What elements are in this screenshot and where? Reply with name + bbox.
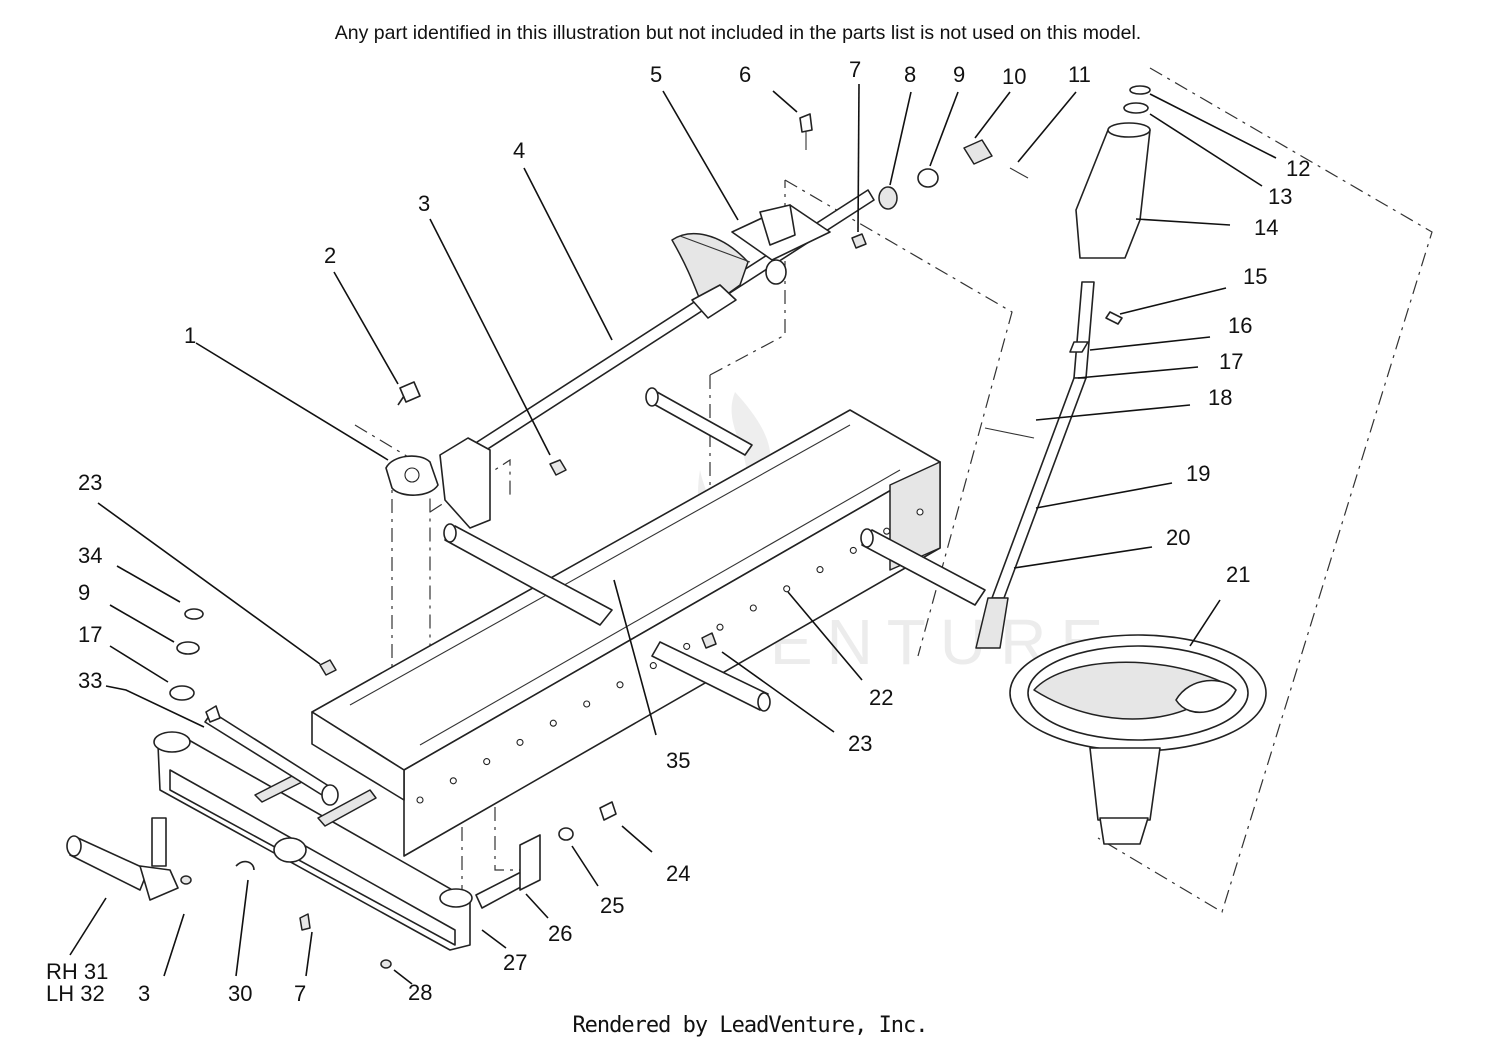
callout-14: 14 xyxy=(1254,215,1278,240)
leader-lines xyxy=(69,83,1277,985)
callout-3-upper: 3 xyxy=(418,191,430,216)
callout-17-upper: 17 xyxy=(1219,349,1243,374)
spindle-washers xyxy=(169,608,717,723)
callout-1: 1 xyxy=(184,323,196,348)
callout-3-lower: 3 xyxy=(138,981,150,1006)
callout-9-upper: 9 xyxy=(953,62,965,87)
callout-23-right: 23 xyxy=(848,731,872,756)
callout-4: 4 xyxy=(513,138,525,163)
frame-hole xyxy=(449,777,457,785)
frame-hole xyxy=(716,623,724,631)
callout-19: 19 xyxy=(1186,461,1210,486)
callout-28: 28 xyxy=(408,980,432,1005)
frame-hole xyxy=(583,700,591,708)
parts-list-note: Any part identified in this illustration… xyxy=(334,22,1142,44)
frame-hole xyxy=(649,662,657,670)
callout-32-lh: LH 32 xyxy=(46,981,105,1006)
callout-6: 6 xyxy=(739,62,751,87)
cross-tubes xyxy=(443,387,986,712)
callout-20: 20 xyxy=(1166,525,1190,550)
callout-25: 25 xyxy=(600,893,624,918)
callout-16: 16 xyxy=(1228,313,1252,338)
callout-11: 11 xyxy=(1068,62,1091,87)
callout-22: 22 xyxy=(869,685,893,710)
frame-hole xyxy=(516,738,524,746)
callout-10: 10 xyxy=(1002,64,1026,89)
callout-30: 30 xyxy=(228,981,252,1006)
callout-8: 8 xyxy=(904,62,916,87)
callout-13: 13 xyxy=(1268,184,1292,209)
callout-21: 21 xyxy=(1226,562,1250,587)
frame-hole xyxy=(883,527,891,535)
callout-27: 27 xyxy=(503,950,527,975)
render-credit: Rendered by LeadVenture, Inc. xyxy=(572,1013,928,1038)
steering-wheel xyxy=(1009,634,1267,845)
callout-31-rh: RH 31 xyxy=(46,959,108,984)
callout-17-left: 17 xyxy=(78,622,102,647)
callout-12: 12 xyxy=(1286,156,1310,181)
frame-hole xyxy=(483,758,491,766)
frame-hole xyxy=(416,796,424,804)
callout-2: 2 xyxy=(324,243,336,268)
frame-hole xyxy=(616,681,624,689)
frame-hole xyxy=(916,508,924,516)
frame-hole xyxy=(683,642,691,650)
frame-hole xyxy=(749,604,757,612)
callout-15: 15 xyxy=(1243,264,1267,289)
callout-24: 24 xyxy=(666,861,690,886)
callout-26: 26 xyxy=(548,921,572,946)
callout-7-lower: 7 xyxy=(294,981,306,1006)
callout-18: 18 xyxy=(1208,385,1232,410)
callout-35: 35 xyxy=(666,748,690,773)
frame-hole xyxy=(783,585,791,593)
callout-23-left: 23 xyxy=(78,470,102,495)
frame-holes xyxy=(416,508,924,804)
callout-33: 33 xyxy=(78,668,102,693)
frame-hole xyxy=(549,719,557,727)
callout-5: 5 xyxy=(650,62,662,87)
callout-7-upper: 7 xyxy=(849,57,861,82)
callout-labels: 1 2 3 4 5 6 7 8 9 10 11 12 13 14 15 16 1… xyxy=(46,57,1310,1006)
steering-column xyxy=(975,85,1151,649)
frame-hole xyxy=(849,546,857,554)
frame-hole xyxy=(816,566,824,574)
steering-sector-shaft xyxy=(385,189,875,529)
callout-9-left: 9 xyxy=(78,580,90,605)
callout-34: 34 xyxy=(78,543,102,568)
front-axle xyxy=(66,711,617,969)
shaft-hardware xyxy=(397,113,1029,476)
